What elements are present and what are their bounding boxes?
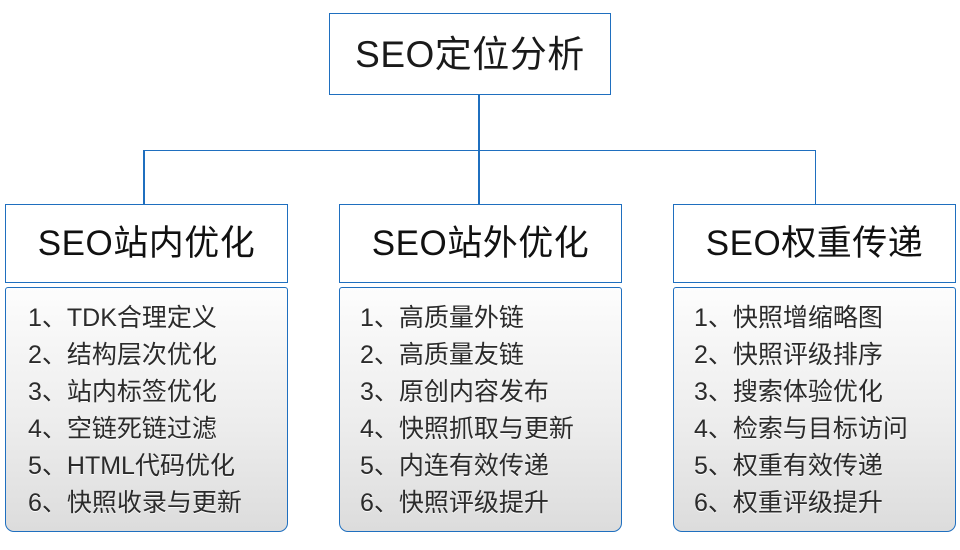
list-item: 6、权重评级提升 xyxy=(694,489,883,517)
list-item: 3、搜索体验优化 xyxy=(694,378,883,406)
branch-2-list: 1、高质量外链 2、高质量友链 3、原创内容发布 4、快照抓取与更新 5、内连有… xyxy=(339,287,622,532)
branch-1-header-label: SEO站内优化 xyxy=(37,224,256,263)
connector-branch-1-vertical xyxy=(143,150,145,205)
connector-branch-3-vertical xyxy=(814,150,817,205)
branch-1-list: 1、TDK合理定义 2、结构层次优化 3、站内标签优化 4、空链死链过滤 5、H… xyxy=(5,287,288,532)
list-item: 4、空链死链过滤 xyxy=(28,415,217,443)
list-item: 5、HTML代码优化 xyxy=(28,452,235,480)
branch-column-3: SEO权重传递 1、快照增缩略图 2、快照评级排序 3、搜索体验优化 4、检索与… xyxy=(673,204,956,532)
list-item: 2、结构层次优化 xyxy=(28,341,217,369)
list-item: 2、高质量友链 xyxy=(360,341,524,369)
list-item: 1、高质量外链 xyxy=(360,304,524,332)
list-item: 6、快照收录与更新 xyxy=(28,489,242,517)
list-item: 1、TDK合理定义 xyxy=(28,304,217,332)
branch-3-header: SEO权重传递 xyxy=(673,204,956,283)
list-item: 2、快照评级排序 xyxy=(694,341,883,369)
root-node-label: SEO定位分析 xyxy=(355,33,585,75)
branch-column-1: SEO站内优化 1、TDK合理定义 2、结构层次优化 3、站内标签优化 4、空链… xyxy=(5,204,288,532)
branch-2-header: SEO站外优化 xyxy=(339,204,622,283)
branch-column-2: SEO站外优化 1、高质量外链 2、高质量友链 3、原创内容发布 4、快照抓取与… xyxy=(339,204,622,532)
list-item: 4、检索与目标访问 xyxy=(694,415,908,443)
branch-1-header: SEO站内优化 xyxy=(5,204,288,283)
branch-3-list: 1、快照增缩略图 2、快照评级排序 3、搜索体验优化 4、检索与目标访问 5、权… xyxy=(673,287,956,532)
list-item: 4、快照抓取与更新 xyxy=(360,415,574,443)
list-item: 1、快照增缩略图 xyxy=(694,304,883,332)
root-node: SEO定位分析 xyxy=(329,13,611,95)
connector-branch-2-vertical xyxy=(478,150,480,205)
branch-3-header-label: SEO权重传递 xyxy=(705,224,924,263)
list-item: 6、快照评级提升 xyxy=(360,489,549,517)
connector-root-vertical xyxy=(478,95,480,151)
list-item: 3、原创内容发布 xyxy=(360,378,549,406)
list-item: 3、站内标签优化 xyxy=(28,378,217,406)
list-item: 5、权重有效传递 xyxy=(694,452,883,480)
list-item: 5、内连有效传递 xyxy=(360,452,549,480)
branch-2-header-label: SEO站外优化 xyxy=(371,224,590,263)
